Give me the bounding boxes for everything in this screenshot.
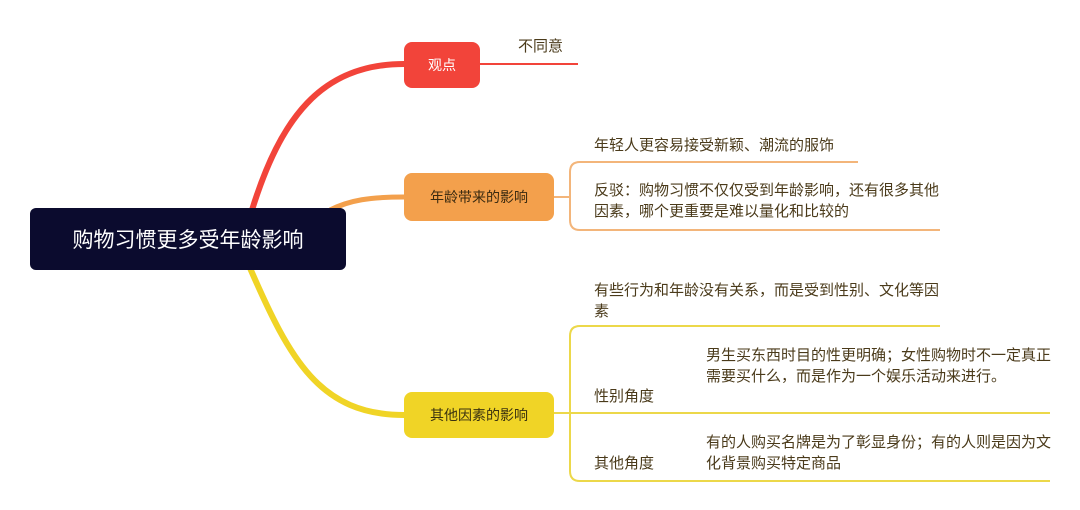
leaf-other-angle[interactable]: 其他角度 xyxy=(594,454,655,472)
leaf-rebuttal[interactable]: 反驳：购物习惯不仅仅受到年龄影响，还有很多其他因素，哪个更重要是难以量化和比较的 xyxy=(594,181,940,220)
bracket-other xyxy=(554,325,1050,482)
branch-node-age[interactable]: 年龄带来的影响 xyxy=(404,173,554,221)
branch-node-viewpoint[interactable]: 观点 xyxy=(404,42,480,88)
leaf-unrelated-behaviors[interactable]: 有些行为和年龄没有关系，而是受到性别、文化等因素 xyxy=(594,281,940,320)
branch-connector-other xyxy=(247,266,405,418)
leaf-gender-angle[interactable]: 性别角度 xyxy=(594,387,655,405)
leaf-gender-detail[interactable]: 男生买东西时目的性更明确；女性购物时不一定真正需要买什么，而是作为一个娱乐活动来… xyxy=(706,346,1052,385)
bracket-age xyxy=(554,161,940,231)
branch-label: 观点 xyxy=(428,58,456,74)
branch-label: 其他因素的影响 xyxy=(430,408,528,424)
branch-label: 年龄带来的影响 xyxy=(430,190,528,206)
leaf-disagree[interactable]: 不同意 xyxy=(518,37,564,55)
leaf-young-people[interactable]: 年轻人更容易接受新颖、潮流的服饰 xyxy=(594,136,835,154)
root-label: 购物习惯更多受年龄影响 xyxy=(72,228,304,252)
branch-connector-viewpoint xyxy=(249,61,405,211)
root-node[interactable]: 购物习惯更多受年龄影响 xyxy=(30,208,346,270)
branch-connector-age xyxy=(328,194,405,213)
branch-node-other-factors[interactable]: 其他因素的影响 xyxy=(404,392,554,438)
leaf-other-detail[interactable]: 有的人购买名牌是为了彰显身份；有的人则是因为文化背景购买特定商品 xyxy=(706,433,1052,472)
